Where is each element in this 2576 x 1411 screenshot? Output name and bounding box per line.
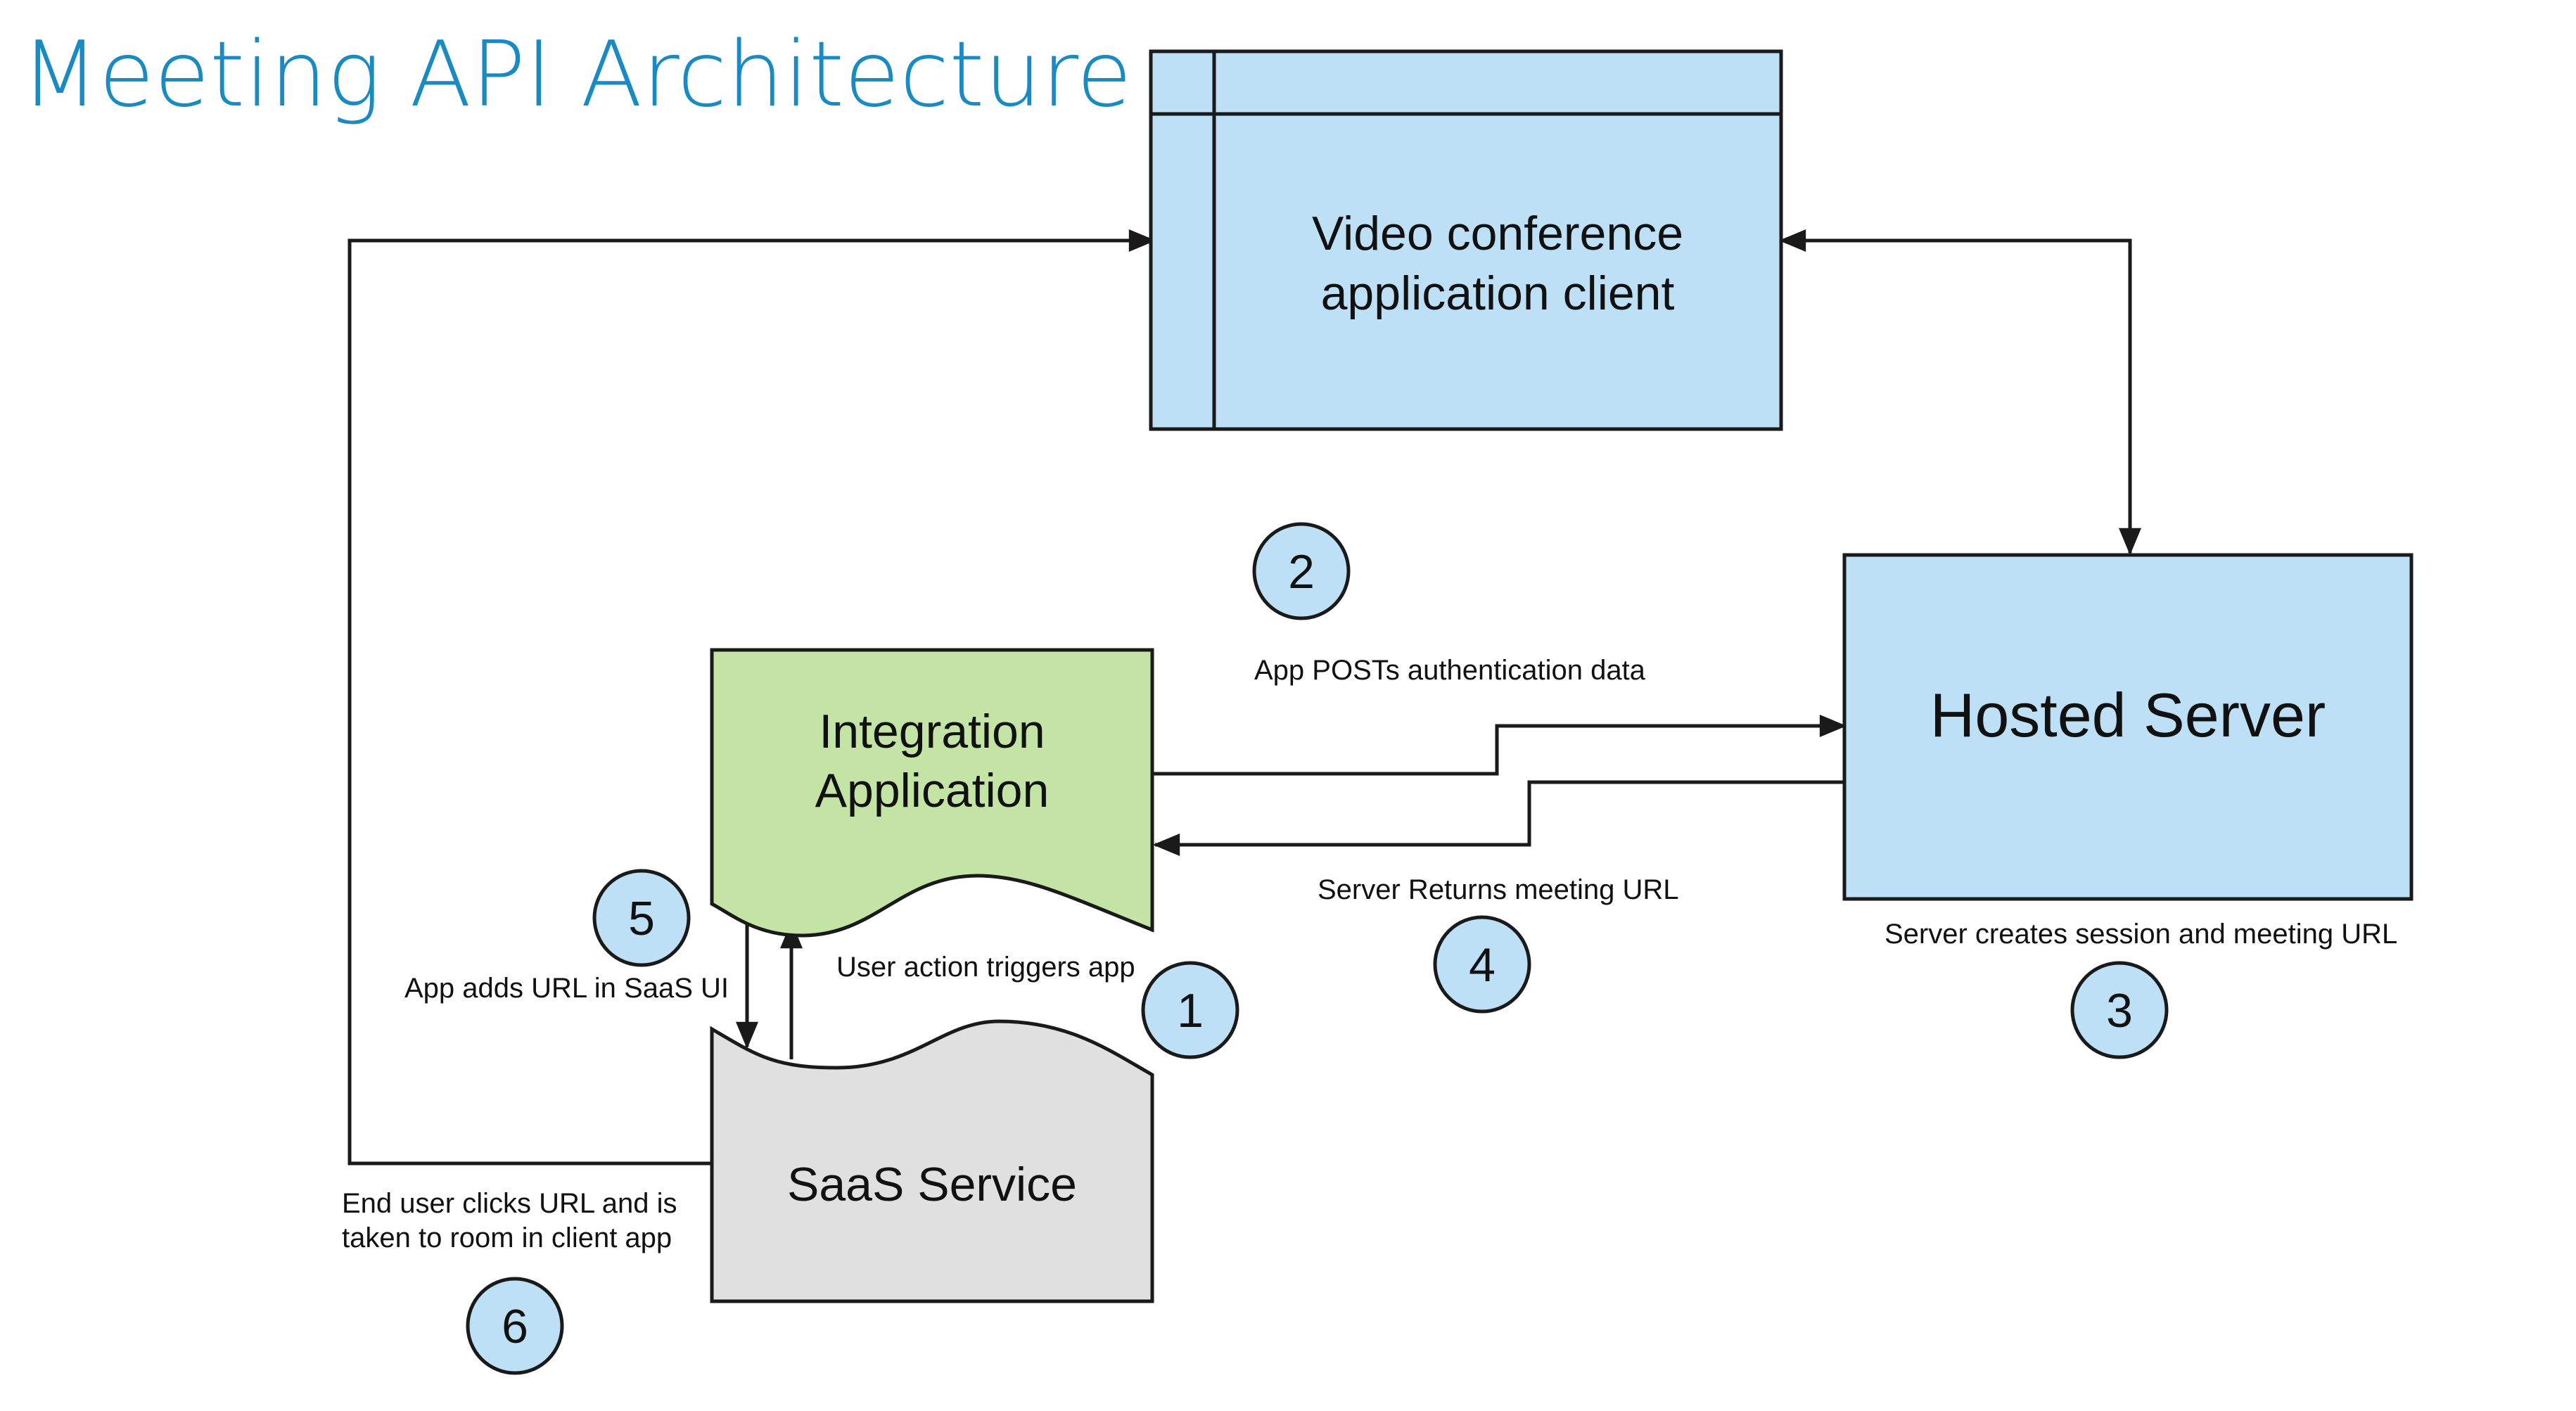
connector-integration-to-server	[1152, 715, 1847, 776]
connector-saas-to-client	[347, 229, 1156, 1166]
integration-app-node: Integration Application	[710, 648, 1154, 938]
step-5-badge: 5	[592, 869, 691, 967]
step-3-number: 3	[2106, 984, 2133, 1038]
step-4-text: Server Returns meeting URL	[1318, 874, 1679, 905]
saas-service-label: SaaS Service	[787, 1158, 1077, 1211]
step-1-badge: 1	[1141, 961, 1239, 1059]
connector-client-server	[1778, 229, 2141, 556]
step-1-text: User action triggers app	[836, 952, 1135, 983]
step-3-badge: 3	[2070, 961, 2169, 1059]
step-6-number: 6	[502, 1300, 528, 1353]
step-1-number: 1	[1177, 984, 1204, 1038]
step-6-text-line1: End user clicks URL and is	[342, 1188, 677, 1219]
step-2-text: App POSTs authentication data	[1254, 655, 1646, 686]
connector-server-to-integration	[1152, 780, 1844, 856]
step-3-text: Server creates session and meeting URL	[1885, 919, 2397, 950]
hosted-server-node: Hosted Server	[1842, 553, 2414, 901]
step-4-badge: 4	[1433, 915, 1531, 1014]
saas-service-node: SaaS Service	[710, 1019, 1154, 1303]
video-client-label-line2: application client	[1321, 267, 1675, 320]
integration-app-label-line2: Application	[815, 764, 1050, 817]
page-title: Meeting API Architecture	[21, 23, 1132, 127]
step-6-badge: 6	[466, 1277, 564, 1375]
integration-app-label-line1: Integration	[819, 705, 1045, 758]
step-2-number: 2	[1288, 545, 1315, 599]
hosted-server-label: Hosted Server	[1930, 680, 2326, 750]
video-client-node: Video conference application client	[1149, 49, 1783, 431]
step-2-badge: 2	[1252, 522, 1351, 620]
step-5-text: App adds URL in SaaS UI	[404, 973, 729, 1004]
step-6-text-line2: taken to room in client app	[342, 1222, 672, 1253]
step-5-number: 5	[628, 892, 655, 945]
video-client-label-line1: Video conference	[1312, 207, 1683, 260]
step-4-number: 4	[1469, 938, 1496, 992]
